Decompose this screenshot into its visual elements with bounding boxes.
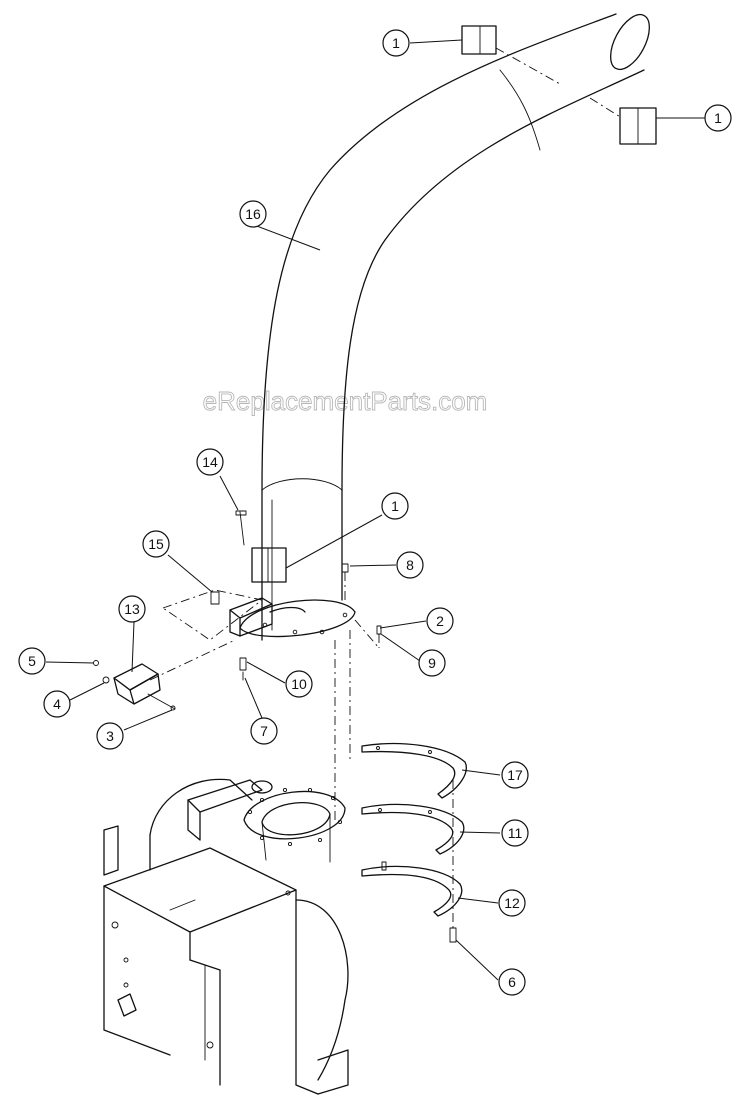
- ring-segment-17: [361, 742, 467, 799]
- svg-text:7: 7: [260, 723, 268, 739]
- callout-11: 11: [501, 819, 529, 847]
- ring-segment-11: [361, 803, 465, 855]
- svg-text:1: 1: [714, 110, 722, 126]
- decal-right: [589, 97, 657, 145]
- svg-text:1: 1: [391, 498, 399, 514]
- svg-text:17: 17: [507, 767, 523, 783]
- svg-text:4: 4: [53, 696, 61, 712]
- crank-bracket: [210, 510, 273, 681]
- callout-1-lower: 1: [381, 492, 409, 520]
- svg-text:3: 3: [106, 728, 114, 744]
- callout-1-top: 1: [382, 29, 410, 57]
- chute-flange: [239, 599, 356, 638]
- callout-8: 8: [396, 551, 424, 579]
- svg-text:6: 6: [508, 974, 516, 990]
- callout-2: 2: [426, 607, 454, 635]
- callout-9: 9: [418, 649, 446, 677]
- decal-top: [461, 25, 561, 85]
- svg-text:10: 10: [291, 676, 307, 692]
- callout-6: 6: [498, 968, 526, 996]
- callout-16: 16: [239, 200, 267, 228]
- svg-text:16: 16: [245, 206, 261, 222]
- svg-text:15: 15: [148, 536, 164, 552]
- hardware-nut-bolt: [341, 563, 382, 649]
- decal-lower: [251, 547, 287, 583]
- svg-text:13: 13: [124, 601, 140, 617]
- callout-13: 13: [118, 595, 146, 623]
- svg-text:1: 1: [392, 35, 400, 51]
- svg-text:11: 11: [508, 825, 523, 841]
- callout-5: 5: [18, 647, 46, 675]
- explosion-plane: [162, 589, 264, 641]
- callout-7: 7: [250, 717, 278, 745]
- callout-10: 10: [285, 670, 313, 698]
- svg-text:8: 8: [406, 557, 414, 573]
- svg-text:5: 5: [28, 653, 36, 669]
- leader-lines: [45, 39, 705, 981]
- discharge-chute: [261, 13, 650, 641]
- callout-12: 12: [498, 889, 526, 917]
- ring-segment-12: [361, 780, 463, 943]
- svg-text:9: 9: [428, 655, 436, 671]
- callout-15: 15: [142, 530, 170, 558]
- callout-17: 17: [501, 761, 529, 789]
- blower-housing: [103, 778, 349, 1095]
- svg-text:2: 2: [436, 613, 444, 629]
- callout-4: 4: [43, 690, 71, 718]
- clamp-bracket: [93, 639, 236, 711]
- callout-1-right: 1: [704, 104, 732, 132]
- svg-text:14: 14: [202, 454, 218, 470]
- svg-text:12: 12: [504, 895, 520, 911]
- callout-3: 3: [96, 722, 124, 750]
- callout-14: 14: [196, 448, 224, 476]
